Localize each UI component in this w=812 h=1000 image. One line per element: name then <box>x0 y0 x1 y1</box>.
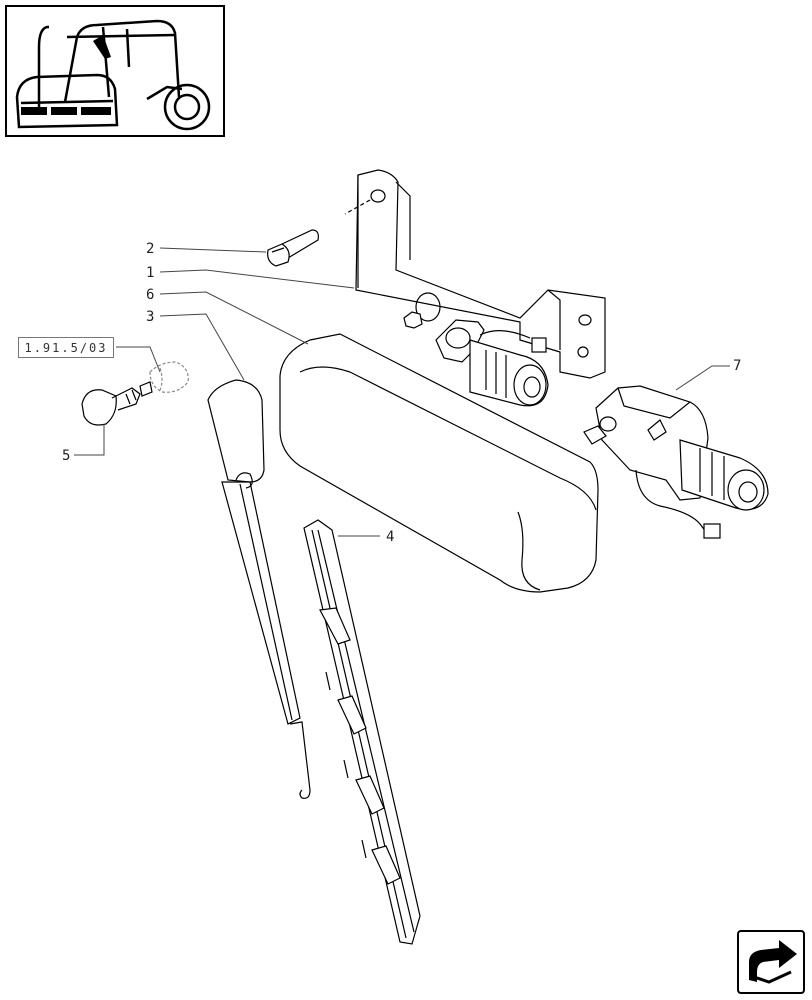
bracket-part <box>344 169 606 379</box>
wiper-motor-part <box>583 385 769 539</box>
wiper-arm-part <box>207 379 311 799</box>
callout-7: 7 <box>733 358 742 374</box>
wiper-motor-mounted <box>435 319 549 407</box>
nut-part <box>403 311 423 329</box>
callout-5: 5 <box>62 448 71 464</box>
washer-hose-part <box>149 361 189 393</box>
tractor-cab-thumbnail <box>5 5 225 137</box>
callout-6: 6 <box>146 287 155 303</box>
callout-3: 3 <box>146 309 155 325</box>
callout-1: 1 <box>146 265 155 281</box>
wiper-blade-part <box>303 519 421 945</box>
callout-4: 4 <box>386 529 395 545</box>
next-page-arrow-icon <box>749 940 797 984</box>
washer-nozzle-part <box>81 381 153 426</box>
callout-leaders <box>74 247 730 537</box>
callout-2: 2 <box>146 241 155 257</box>
motor-cover-part <box>279 333 599 593</box>
bolt-part <box>267 229 319 267</box>
reference-link[interactable]: 1.91.5/03 <box>18 337 114 358</box>
tractor-icon <box>15 19 211 131</box>
next-page-button[interactable] <box>737 930 805 994</box>
